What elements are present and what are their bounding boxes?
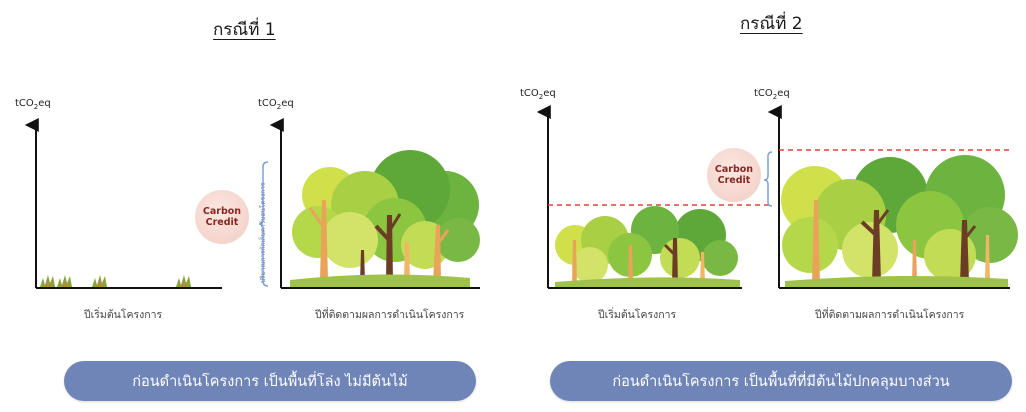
case2-carbon-credit-line2: Credit bbox=[717, 175, 751, 186]
case1-carbon-credit-badge: Carbon Credit bbox=[195, 190, 249, 244]
case1-before-axes bbox=[24, 118, 222, 289]
case2-before-forest bbox=[555, 206, 740, 287]
case2-after-y-label: tCO2eq bbox=[754, 88, 790, 101]
grass-tuft-icon bbox=[57, 275, 72, 287]
case2-title: กรณีที่ 2 bbox=[740, 14, 803, 34]
case2-before-x-label: ปีเริ่มต้นโครงการ bbox=[598, 309, 677, 321]
case2-before-y-label: tCO2eq bbox=[520, 88, 556, 101]
grass-tuft-icon bbox=[40, 275, 55, 287]
case2-after-axes bbox=[767, 105, 1010, 289]
case1-after-x-label: ปีที่ติดตามผลการดำเนินโครงการ bbox=[315, 309, 465, 321]
case1-forest bbox=[290, 150, 480, 287]
case2-after-forest bbox=[781, 155, 1018, 287]
grass-tuft-icon bbox=[92, 275, 107, 287]
case2-after-x-label: ปีที่ติดตามผลการดำเนินโครงการ bbox=[815, 309, 965, 321]
case1-grass-tufts bbox=[40, 275, 191, 287]
case1-after-y-label: tCO2eq bbox=[258, 98, 294, 111]
case1-before-x-label: ปีเริ่มต้นโครงการ bbox=[84, 309, 163, 321]
case2-banner: ก่อนดำเนินโครงการ เป็นพื้นที่ที่มีต้นไม้… bbox=[550, 361, 1012, 401]
case1-before-y-label: tCO2eq bbox=[15, 98, 51, 111]
case1-banner: ก่อนดำเนินโครงการ เป็นพื้นที่โล่ง ไม่มีต… bbox=[64, 361, 476, 401]
case1-title: กรณีที่ 1 bbox=[213, 20, 276, 40]
case1-after-axes bbox=[269, 118, 480, 289]
case1-carbon-credit-line2: Credit bbox=[205, 217, 239, 228]
case2-bracket bbox=[763, 151, 773, 207]
case1-carbon-credit-line1: Carbon bbox=[202, 206, 242, 217]
case2-carbon-credit-badge: Carbon Credit bbox=[707, 148, 761, 202]
grass-tuft-icon bbox=[176, 275, 191, 287]
case1-bracket bbox=[258, 161, 269, 287]
case1-bracket-label: ปริมาณการกักเก็บคาร์บอนโครงการ bbox=[259, 182, 267, 283]
case2-before-axes bbox=[536, 105, 742, 289]
case2-carbon-credit-line1: Carbon bbox=[714, 164, 754, 175]
